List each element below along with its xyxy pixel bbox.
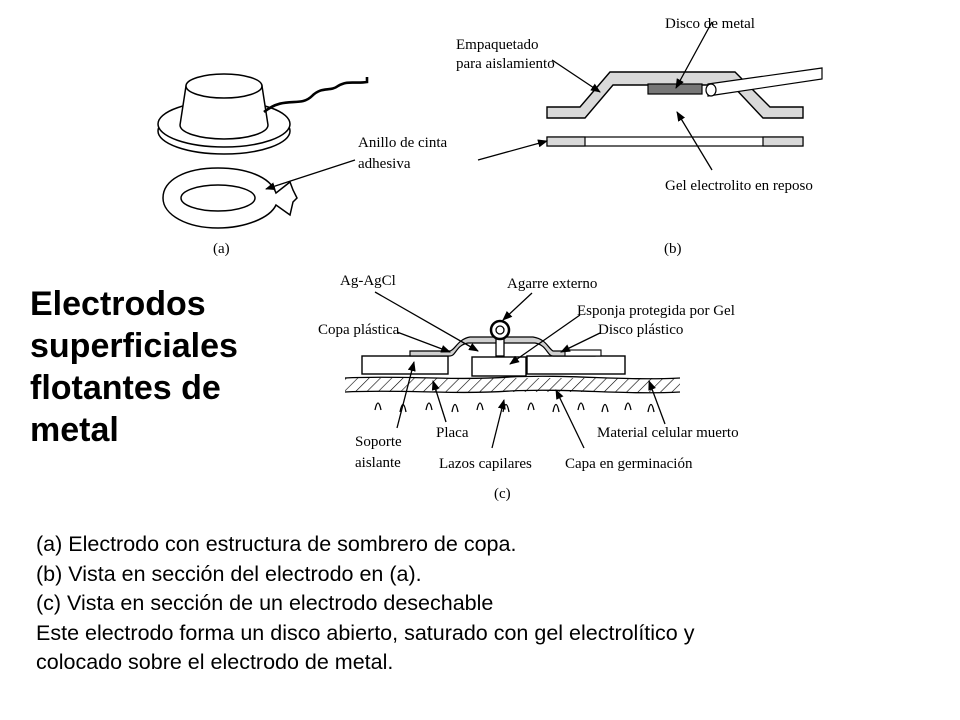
arrow-ring-to-base bbox=[477, 139, 548, 161]
support-label-line2: aislante bbox=[355, 455, 401, 471]
title-line: superficiales bbox=[30, 327, 238, 365]
caption: (a) Electrodo con estructura de sombrero… bbox=[36, 530, 936, 678]
packaging-label-line2: para aislamiento bbox=[456, 56, 555, 72]
title-line: Electrodos bbox=[30, 285, 206, 323]
arrow-sponge bbox=[509, 314, 581, 365]
germinal-label: Capa en germinación bbox=[565, 456, 693, 472]
arrow-germinal bbox=[555, 389, 585, 449]
plastic-disk bbox=[564, 349, 602, 357]
arrow-plate bbox=[431, 380, 447, 423]
arrow-gel bbox=[676, 111, 713, 171]
title-line: flotantes de bbox=[30, 369, 221, 407]
gel-label: Gel electrolito en reposo bbox=[665, 178, 813, 194]
skin-layer bbox=[345, 378, 680, 392]
cable-end bbox=[705, 83, 717, 97]
caption-line: (a) Electrodo con estructura de sombrero… bbox=[36, 532, 517, 556]
packaging-label-line1: Empaquetado bbox=[456, 37, 538, 53]
support-label-line1: Soporte bbox=[355, 434, 402, 450]
caption-line: (b) Vista en sección del electrodo en (a… bbox=[36, 561, 422, 586]
ring-label-line1: Anillo de cinta bbox=[358, 135, 447, 151]
adhesive-ring-hole bbox=[180, 184, 256, 212]
caption-line: Este electrodo forma un disco abierto, s… bbox=[36, 620, 695, 645]
snap-ring-inner bbox=[495, 325, 505, 335]
caption-line: colocado sobre el electrodo de metal. bbox=[36, 650, 394, 674]
base-left-adhesive bbox=[546, 136, 586, 147]
arrow-agagcl bbox=[374, 291, 479, 352]
support-left bbox=[361, 355, 449, 375]
dead-cell-label: Material celular muerto bbox=[597, 425, 739, 441]
slide-title: Electrodos superficiales flotantes de me… bbox=[30, 283, 290, 451]
metal-disk bbox=[647, 83, 703, 95]
grip-label: Agarre externo bbox=[507, 276, 597, 292]
plastic-cup-label: Copa plástica bbox=[318, 322, 400, 338]
plate-label: Placa bbox=[436, 425, 469, 441]
arrow-grip bbox=[502, 292, 533, 321]
lead-wire bbox=[263, 77, 369, 114]
capillary-label: Lazos capilares bbox=[439, 456, 532, 472]
snap-stem bbox=[495, 337, 505, 357]
plastic-disk-label: Disco plástico bbox=[598, 322, 683, 338]
metal-disk-label: Disco de metal bbox=[665, 16, 755, 32]
arrow-plastic-cup bbox=[396, 331, 451, 353]
panel-a-label: (a) bbox=[213, 241, 230, 257]
ring-label-line2: adhesiva bbox=[358, 156, 411, 172]
base-right-adhesive bbox=[762, 136, 804, 147]
plate bbox=[471, 356, 527, 377]
cup-top bbox=[185, 73, 263, 99]
panel-b-label: (b) bbox=[664, 241, 682, 257]
panel-b-section: Disco de metal Empaquetado para aislamie… bbox=[456, 16, 823, 257]
panel-a-electrode: Anillo de cinta adhesiva (a) bbox=[157, 73, 447, 257]
capillary-loops bbox=[374, 402, 655, 413]
caption-line: (c) Vista en sección de un electrodo des… bbox=[36, 591, 494, 615]
title-line: metal bbox=[30, 411, 119, 449]
arrow-support bbox=[396, 361, 416, 429]
support-right bbox=[526, 355, 626, 375]
skin-top-line bbox=[344, 375, 681, 380]
agagcl-label: Ag-AgCl bbox=[340, 273, 396, 289]
cup-body bbox=[179, 85, 269, 140]
arrow-capillary bbox=[491, 399, 506, 449]
arrow-dead-cell bbox=[648, 380, 666, 425]
panel-c-label: (c) bbox=[494, 486, 511, 502]
panel-c-section: Ag-AgCl Agarre externo Esponja protegida… bbox=[318, 273, 739, 502]
sponge-label: Esponja protegida por Gel bbox=[577, 303, 735, 319]
arrow-plastic-disk bbox=[560, 332, 601, 353]
arrow-metal-disk bbox=[675, 21, 713, 89]
arrow-adhesive-ring bbox=[265, 159, 356, 191]
skin-bottom-line bbox=[344, 389, 681, 394]
arrow-packaging bbox=[551, 59, 601, 93]
